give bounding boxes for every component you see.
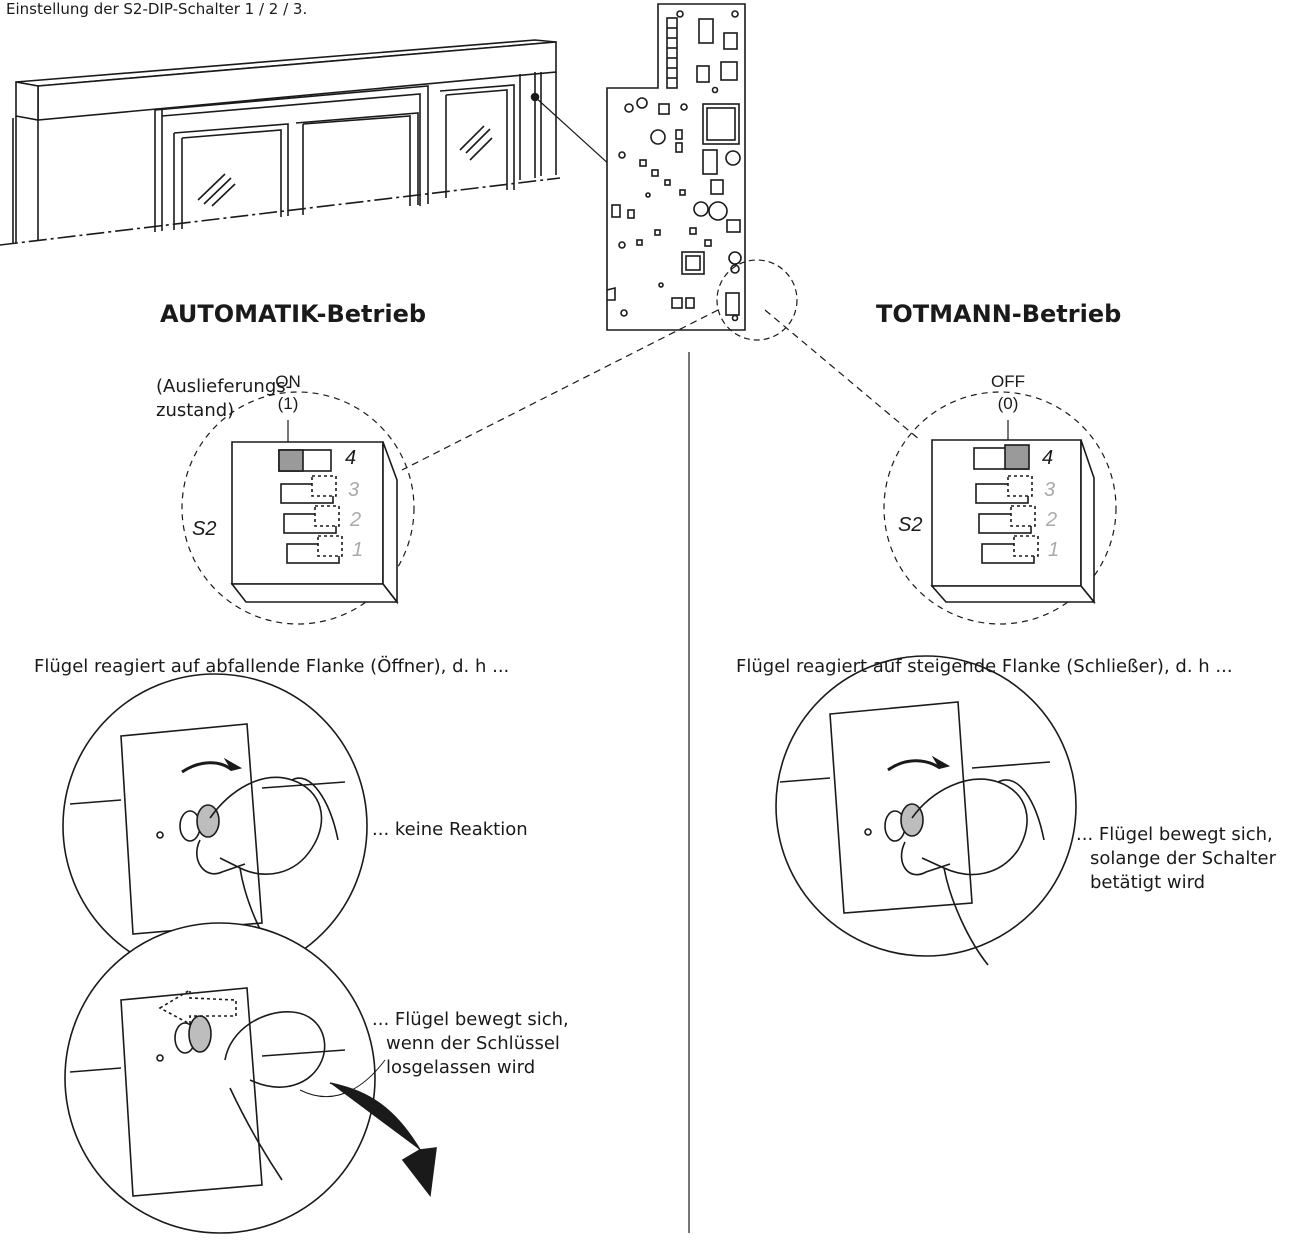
figure-caption: Einstellung der S2-DIP-Schalter 1 / 2 / … [6, 0, 308, 18]
hold-result-text: ... Flügel bewegt sich, solange der Scha… [1076, 823, 1276, 895]
left-description: Flügel reagiert auf abfallende Flanke (Ö… [34, 656, 510, 677]
right-switch-number-2: 2 [1046, 509, 1058, 531]
left-state-label: ON [275, 372, 301, 391]
left-switch-number-2: 2 [350, 509, 362, 531]
right-state-label: OFF [991, 372, 1025, 391]
left-state-value: (1) [277, 394, 299, 413]
left-switch-number-1: 1 [352, 539, 364, 561]
left-switch-number-4: 4 [345, 447, 357, 469]
left-panel-title: AUTOMATIK-Betrieb [160, 300, 427, 328]
dip-switch-right [883, 391, 1117, 625]
right-panel-title: TOTMANN-Betrieb [876, 300, 1122, 328]
default-state-note-line1: (Auslieferungs- [156, 376, 293, 397]
release-result-line2: wenn der Schlüssel [386, 1033, 560, 1054]
release-result-line3: losgelassen wird [386, 1057, 536, 1078]
key-switch-hold-illustration [775, 655, 1077, 966]
right-state-value: (0) [997, 394, 1019, 413]
hold-result-line1: ... Flügel bewegt sich, [1076, 824, 1273, 845]
key-switch-turn-illustration [62, 673, 368, 979]
right-switch-number-1: 1 [1048, 539, 1060, 561]
right-switch-number-4: 4 [1042, 447, 1054, 469]
default-state-note-line2: zustand) [156, 400, 235, 421]
right-description: Flügel reagiert auf steigende Flanke (Sc… [736, 656, 1233, 677]
release-result-text: ... Flügel bewegt sich, wenn der Schlüss… [372, 1008, 569, 1080]
hold-result-line3: betätigt wird [1090, 872, 1206, 893]
default-state-note: (Auslieferungs- zustand) [156, 375, 296, 423]
left-switch-label: S2 [192, 518, 217, 540]
control-board-illustration [606, 3, 798, 341]
release-result-line1: ... Flügel bewegt sich, [372, 1009, 569, 1030]
dip-switch-left [181, 391, 415, 625]
right-switch-label: S2 [898, 514, 923, 536]
right-switch-number-3: 3 [1044, 479, 1056, 501]
turn-result-text: ... keine Reaktion [372, 819, 528, 840]
key-switch-release-illustration [64, 922, 437, 1234]
hold-result-line2: solange der Schalter [1090, 848, 1276, 869]
left-switch-number-3: 3 [348, 479, 360, 501]
